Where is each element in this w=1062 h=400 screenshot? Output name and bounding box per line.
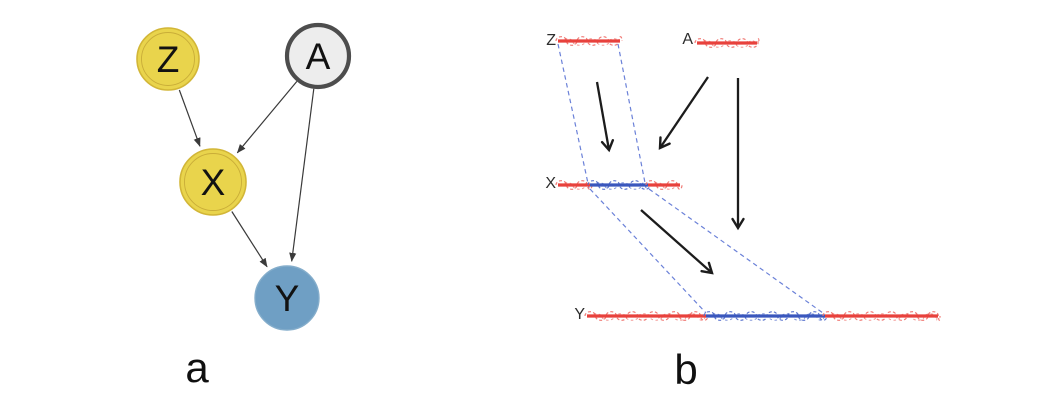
dag-node-A: A (284, 22, 352, 90)
arrow-Z-to-X (595, 81, 615, 153)
dag-node-circle-Z (136, 27, 200, 91)
dag-node-X: X (179, 148, 247, 216)
seq-row-label-A: A (682, 31, 693, 48)
caption-a: a (185, 344, 209, 391)
dag-node-inner-ring-Z (141, 32, 195, 86)
dag-node-inner-ring-X (184, 153, 242, 211)
dashed-link-inherit-X-Y-right (648, 188, 824, 314)
seq-row-Z: Z (546, 32, 623, 49)
dag-edge-A-X (236, 80, 298, 154)
seq-row-X: X (545, 175, 683, 192)
panel-b-sequences: Z A X Y (545, 31, 941, 323)
seq-row-Y: Y (574, 306, 941, 323)
panel-a-dag: Z A X Y (136, 22, 352, 331)
seq-X-squiggle-b-2 (650, 182, 680, 190)
arrow-A-to-X (658, 76, 709, 150)
dag-edge-X-Y (231, 211, 268, 268)
dag-edge-Z-X (178, 89, 201, 147)
arrow-X-to-Y (640, 209, 714, 275)
dag-edge-A-Y (289, 88, 315, 262)
seq-row-label-X: X (545, 175, 556, 192)
dag-node-label-X: X (201, 162, 226, 203)
dag-node-circle-X (179, 148, 247, 216)
dag-node-circle-A (284, 22, 352, 90)
dashed-link-inherit-Z-X-right (617, 43, 647, 189)
caption-b: b (674, 346, 697, 393)
dag-node-circle-Y (254, 265, 320, 331)
dashed-link-inherit-X-Y-left (589, 188, 707, 314)
seq-Z-squiggle-b-0 (560, 38, 620, 46)
dag-node-Y: Y (254, 265, 320, 331)
seq-X-squiggle-b-0 (560, 182, 590, 190)
dag-node-Z: Z (136, 27, 200, 91)
dashed-link-inherit-Z-X-left (557, 43, 590, 189)
seq-X-squiggle-0 (555, 180, 593, 190)
seq-row-label-Z: Z (546, 32, 556, 49)
dag-node-label-Y: Y (275, 278, 300, 319)
seq-row-label-Y: Y (574, 306, 585, 323)
seq-row-A: A (682, 31, 760, 48)
dag-node-label-Z: Z (157, 39, 180, 80)
seq-X-squiggle-2 (645, 180, 683, 190)
dag-node-label-A: A (306, 36, 331, 77)
